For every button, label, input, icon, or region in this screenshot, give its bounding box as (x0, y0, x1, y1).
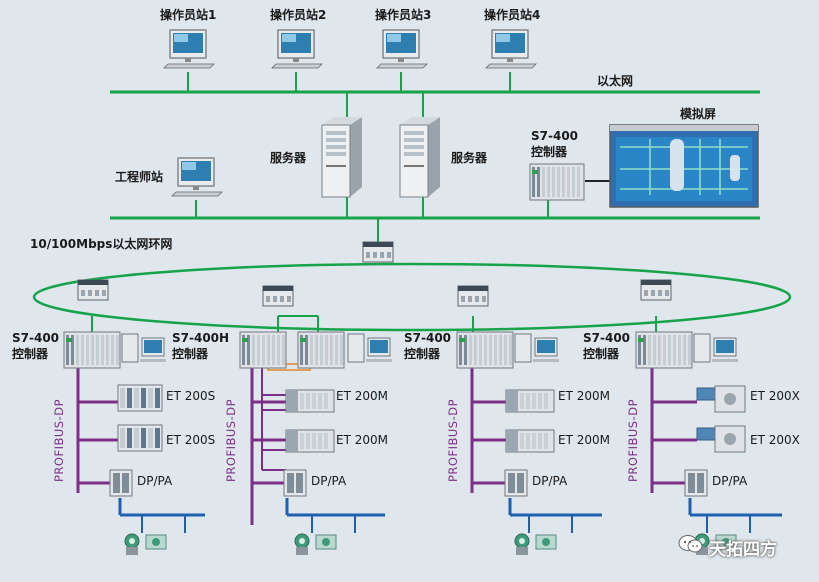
server-label-1: 服务器 (270, 151, 307, 165)
wechat-icon (678, 533, 704, 555)
col1-field-transmitters (124, 533, 167, 555)
col2-coupler-label: DP/PA (311, 474, 347, 488)
mimic-screen-panel (609, 124, 759, 208)
col3-controller-model: S7-400 (404, 331, 452, 345)
col3-io-label-2: ET 200M (558, 433, 610, 447)
ring-switch-4 (640, 279, 672, 301)
ring-network-label: 10/100Mbps以太网环网 (30, 237, 173, 251)
col4-controller-label: 控制器 (583, 347, 620, 361)
col1-profibus-label: PROFIBUS-DP (52, 398, 66, 482)
col1-controller-model: S7-400 (12, 331, 60, 345)
col1-controller-label: 控制器 (12, 347, 49, 361)
operator-station-label-2: 操作员站2 (270, 8, 327, 22)
engineer-station-pc (171, 157, 223, 197)
col4-monitor (693, 333, 738, 363)
col4-io-label-1: ET 200X (750, 389, 800, 403)
col4-field-transmitters (694, 533, 737, 555)
col1-io-module-1 (117, 384, 163, 412)
col2-io-label-2: ET 200M (336, 433, 388, 447)
col2-plc-rack-b (297, 331, 345, 369)
col1-plc-rack (63, 331, 121, 369)
operator-station-label-4: 操作员站4 (484, 8, 541, 22)
col4-plc-rack (635, 331, 693, 369)
top-controller-label: 控制器 (531, 145, 568, 159)
col2-monitor (347, 333, 392, 363)
server-tower-1 (321, 117, 362, 198)
col3-dp-pa-coupler (504, 469, 528, 497)
col1-coupler-label: DP/PA (137, 474, 173, 488)
col4-coupler-label: DP/PA (712, 474, 748, 488)
col3-io-module-1 (505, 389, 555, 413)
col4-io-label-2: ET 200X (750, 433, 800, 447)
col3-profibus-label: PROFIBUS-DP (446, 398, 460, 482)
operator-station-pc-3 (376, 29, 428, 69)
operator-station-label-1: 操作员站1 (160, 8, 217, 22)
col3-field-transmitters (514, 533, 557, 555)
ring-switch-3 (457, 285, 489, 307)
top-plc-rack (529, 163, 585, 201)
col4-dp-pa-coupler (684, 469, 708, 497)
col2-io-module-2 (285, 429, 335, 453)
col2-controller-model: S7-400H (172, 331, 230, 345)
ring-uplink-switch (362, 241, 394, 263)
ring-switch-1 (77, 279, 109, 301)
col2-profibus-label: PROFIBUS-DP (224, 398, 238, 482)
col2-io-label-1: ET 200M (336, 389, 388, 403)
col3-coupler-label: DP/PA (532, 474, 568, 488)
ethernet-label: 以太网 (597, 74, 634, 88)
ethernet-ring (32, 262, 792, 332)
operator-station-pc-4 (485, 29, 537, 69)
col2-controller-label: 控制器 (172, 347, 209, 361)
col2-dp-pa-coupler (283, 469, 307, 497)
col2-field-transmitters (294, 533, 337, 555)
server-tower-2 (399, 117, 440, 198)
operator-station-label-3: 操作员站3 (375, 8, 432, 22)
col3-controller-label: 控制器 (404, 347, 441, 361)
col1-dp-pa-coupler (109, 469, 133, 497)
col4-io-module-2 (696, 425, 746, 453)
mimic-screen-label: 模拟屏 (680, 107, 717, 121)
col2-io-module-1 (285, 389, 335, 413)
operator-station-pc-1 (163, 29, 215, 69)
col4-io-module-1 (696, 385, 746, 413)
col3-io-module-2 (505, 429, 555, 453)
col3-monitor (514, 333, 559, 363)
ring-switch-2 (262, 285, 294, 307)
col4-profibus-label: PROFIBUS-DP (626, 398, 640, 482)
engineer-station-label: 工程师站 (115, 170, 164, 184)
col2-plc-rack-a (239, 331, 287, 369)
col1-io-module-2 (117, 424, 163, 452)
top-controller-model: S7-400 (531, 129, 579, 143)
col1-io-label-2: ET 200S (166, 433, 216, 447)
col1-io-label-1: ET 200S (166, 389, 216, 403)
col1-monitor (121, 333, 166, 363)
operator-station-pc-2 (271, 29, 323, 69)
col3-plc-rack (456, 331, 514, 369)
server-label-2: 服务器 (451, 151, 488, 165)
col4-controller-model: S7-400 (583, 331, 631, 345)
col3-io-label-1: ET 200M (558, 389, 610, 403)
watermark-text: 天拓四方 (709, 540, 777, 560)
